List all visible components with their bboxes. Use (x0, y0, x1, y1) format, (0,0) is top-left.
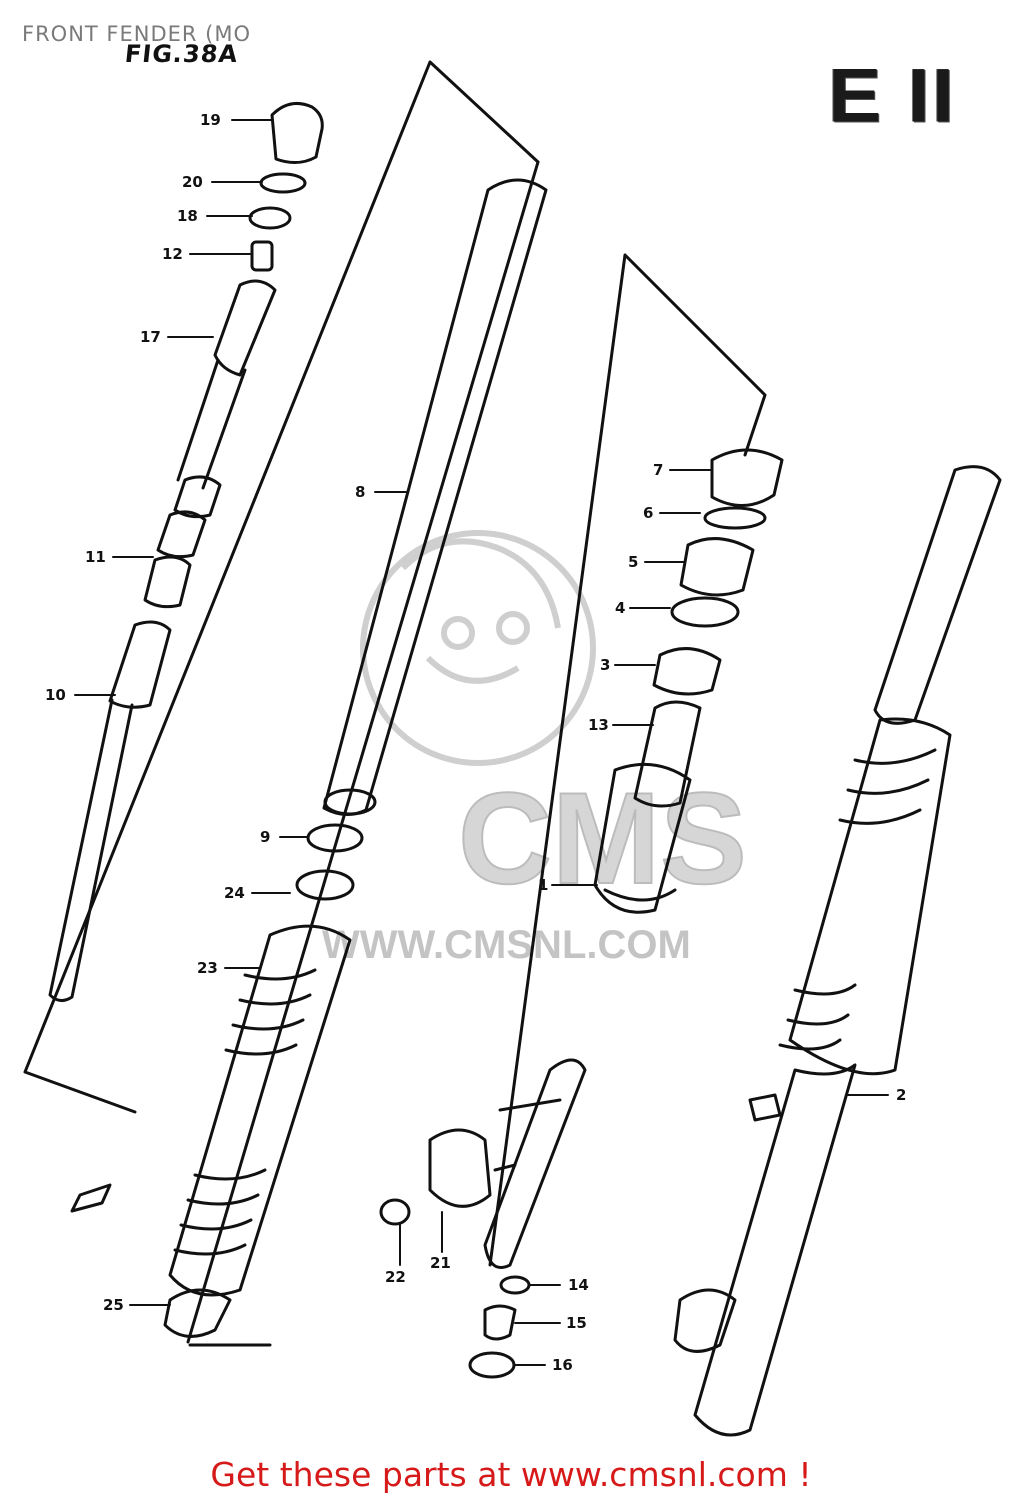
damper-rod-assembly (48, 101, 324, 1002)
exploded-parts-diagram (23, 60, 1002, 1437)
callout-1: 1 (538, 876, 549, 894)
callout-2: 2 (896, 1086, 907, 1104)
callout-24: 24 (224, 884, 245, 902)
callout-18: 18 (177, 207, 198, 225)
callout-14: 14 (568, 1276, 589, 1294)
footer-parts-link[interactable]: Get these parts at www.cmsnl.com ! (210, 1455, 812, 1494)
watermark-url: WWW.CMSNL.COM (322, 923, 691, 967)
model-code-stamp: E II (828, 53, 957, 138)
fork-left-tube (23, 60, 548, 1347)
callout-22: 22 (385, 1268, 406, 1286)
fork-middle (379, 253, 784, 1379)
callout-19: 19 (200, 111, 221, 129)
callout-8: 8 (355, 483, 366, 501)
fork-right-outer (673, 465, 1002, 1437)
callout-9: 9 (260, 828, 271, 846)
callout-13: 13 (588, 716, 609, 734)
callout-leaders (74, 119, 889, 1366)
callout-20: 20 (182, 173, 203, 191)
callout-21: 21 (430, 1254, 451, 1272)
callout-12: 12 (162, 245, 183, 263)
callout-23: 23 (197, 959, 218, 977)
callout-10: 10 (45, 686, 66, 704)
callout-3: 3 (600, 656, 611, 674)
callout-5: 5 (628, 553, 639, 571)
callout-17: 17 (140, 328, 161, 346)
callout-15: 15 (566, 1314, 587, 1332)
page-title: FRONT FENDER (MO (22, 22, 252, 46)
callout-16: 16 (552, 1356, 573, 1374)
callout-25: 25 (103, 1296, 124, 1314)
callout-6: 6 (643, 504, 654, 522)
callout-7: 7 (653, 461, 664, 479)
callout-11: 11 (85, 548, 106, 566)
callout-4: 4 (615, 599, 626, 617)
